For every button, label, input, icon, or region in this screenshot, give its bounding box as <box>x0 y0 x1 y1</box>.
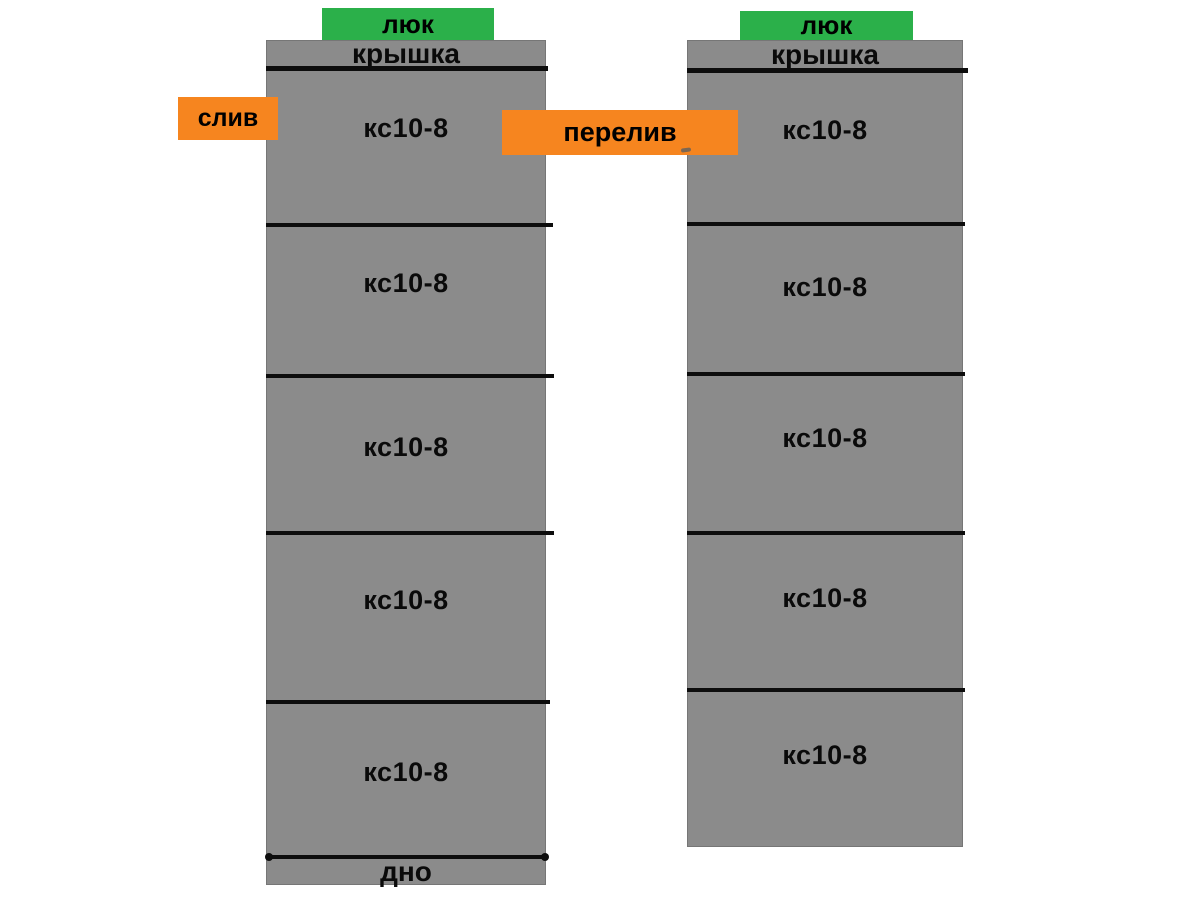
right-tank-cover-joint-line <box>687 68 968 73</box>
left-tank-body <box>266 40 546 885</box>
left-tank-joint-line <box>266 374 554 378</box>
right-tank-ring-5: кс10-8 <box>687 740 963 770</box>
drain-pipe-label: слив <box>178 97 278 140</box>
right-tank-manhole-hatch: люк <box>740 10 913 40</box>
left-tank-ring-4: кс10-8 <box>266 585 546 615</box>
ring-label-text: кс10-8 <box>782 271 868 302</box>
ring-label-text: кс10-8 <box>782 739 868 770</box>
left-tank-manhole-label: люк <box>382 8 434 39</box>
ring-label-text: кс10-8 <box>363 112 449 143</box>
ring-label-text: кс10-8 <box>782 114 868 145</box>
overflow-text: перелив <box>563 117 677 147</box>
drain-text: слив <box>197 104 259 132</box>
left-tank-ring-3: кс10-8 <box>266 432 546 462</box>
right-tank-joint-line <box>687 372 965 376</box>
left-tank-manhole-hatch: люк <box>322 8 494 40</box>
left-tank-bottom-label: дно <box>266 855 546 887</box>
ring-label-text: кс10-8 <box>782 422 868 453</box>
ring-label-text: кс10-8 <box>363 756 449 787</box>
left-tank-joint-line <box>266 700 550 704</box>
left-tank-cover-text: крышка <box>352 38 460 69</box>
right-tank-joint-line <box>687 222 965 226</box>
right-tank-body <box>687 40 963 847</box>
left-tank-bottom-text: дно <box>380 855 432 887</box>
ring-label-text: кс10-8 <box>363 267 449 298</box>
ring-label-text: кс10-8 <box>363 584 449 615</box>
ring-label-text: кс10-8 <box>363 431 449 462</box>
right-tank-joint-line <box>687 531 965 535</box>
left-tank-cover-joint-line <box>266 66 548 71</box>
right-tank-cover-label: крышка <box>687 39 963 70</box>
overflow-pipe-label: перелив <box>502 110 738 155</box>
right-tank-joint-line <box>687 688 965 692</box>
right-tank-ring-4: кс10-8 <box>687 583 963 613</box>
left-tank-joint-line <box>266 223 553 227</box>
ring-label-text: кс10-8 <box>782 582 868 613</box>
left-tank-joint-line <box>266 531 554 535</box>
left-tank-ring-1: кс10-8 <box>266 113 546 143</box>
right-tank-ring-3: кс10-8 <box>687 423 963 453</box>
left-tank-ring-2: кс10-8 <box>266 268 546 298</box>
right-tank-manhole-label: люк <box>800 10 853 40</box>
left-tank-cover-label: крышка <box>266 38 546 69</box>
right-tank-cover-text: крышка <box>771 39 879 70</box>
left-tank-ring-5: кс10-8 <box>266 757 546 787</box>
left-tank-bottom-line <box>265 853 549 861</box>
right-tank-ring-2: кс10-8 <box>687 272 963 302</box>
right-tank-ring-1: кс10-8 <box>687 115 963 145</box>
